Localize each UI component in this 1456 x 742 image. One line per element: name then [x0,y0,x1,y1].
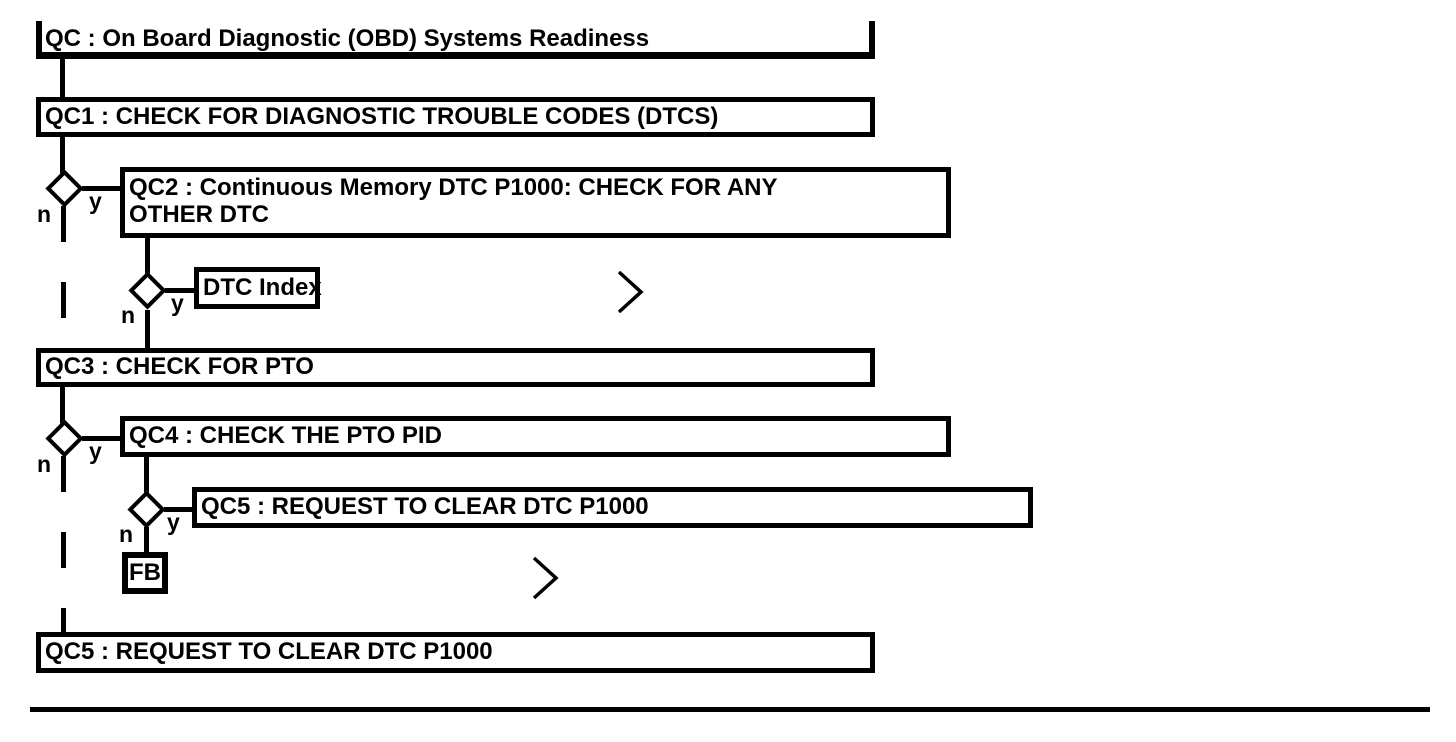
branch-label-no-1: n [37,201,52,227]
decision-diamond-3 [45,419,84,458]
flow-node-qc5-final-label: QC5 : REQUEST TO CLEAR DTC P1000 [45,638,493,666]
branch-label-yes-1: y [89,188,102,214]
connector-qc4-to-decision4 [144,455,149,498]
flow-node-dtc-index: DTC Index [194,267,322,309]
branch-label-no-4: n [119,521,134,547]
connector-decision4-yes-to-qc5 [164,507,196,512]
flow-node-qc1-label: QC1 : CHECK FOR DIAGNOSTIC TROUBLE CODES… [45,102,719,130]
flow-node-qc5-final: QC5 : REQUEST TO CLEAR DTC P1000 [36,632,875,673]
connector-decision1-yes-to-qc2 [82,186,124,191]
flow-node-qc-title: QC : On Board Diagnostic (OBD) Systems R… [36,21,875,59]
branch-label-no-2: n [121,302,136,328]
connector-qc2-to-decision2 [145,236,150,280]
connector-decision2-yes-to-dtc-index [165,288,197,293]
connector-decision2-no-to-qc3 [145,310,150,350]
branch-label-no-3: n [37,451,52,477]
chevron-right-icon [532,556,559,600]
flow-node-qc5-label: QC5 : REQUEST TO CLEAR DTC P1000 [201,493,649,521]
chevron-right-icon [617,270,644,314]
connector-qc-to-qc1 [60,57,65,98]
flow-node-qc2-label-line1: QC2 : Continuous Memory DTC P1000: CHECK… [129,174,778,201]
flow-node-qc3: QC3 : CHECK FOR PTO [36,348,875,387]
flow-node-qc1: QC1 : CHECK FOR DIAGNOSTIC TROUBLE CODES… [36,97,875,137]
flow-node-qc2: QC2 : Continuous Memory DTC P1000: CHECK… [120,167,951,238]
decision-diamond-1 [45,169,84,208]
flow-node-fb-label: FB [129,558,161,586]
connector-decision4-no-to-fb [144,527,149,554]
flow-node-qc5: QC5 : REQUEST TO CLEAR DTC P1000 [192,487,1033,528]
decision-diamond-4 [127,490,166,529]
connector-qc3-to-decision3 [60,385,65,427]
flow-node-dtc-index-label: DTC Index [203,273,322,301]
flow-node-qc2-label-line2: OTHER DTC [129,200,269,228]
flow-node-qc-title-label: QC : On Board Diagnostic (OBD) Systems R… [45,24,650,52]
flow-node-qc4-label: QC4 : CHECK THE PTO PID [129,422,442,450]
footer-divider [30,707,1430,712]
branch-label-yes-3: y [89,438,102,464]
flow-node-fb: FB [122,552,168,594]
connector-decision1-no-to-qc3 [61,206,66,350]
branch-label-yes-4: y [167,509,180,535]
flow-node-qc4: QC4 : CHECK THE PTO PID [120,416,951,457]
connector-decision3-yes-to-qc4 [82,436,124,441]
connector-decision3-no-to-qc5-final [61,456,66,633]
connector-qc1-to-decision1 [60,135,65,177]
flow-node-qc3-label: QC3 : CHECK FOR PTO [45,353,314,381]
branch-label-yes-2: y [171,290,184,316]
